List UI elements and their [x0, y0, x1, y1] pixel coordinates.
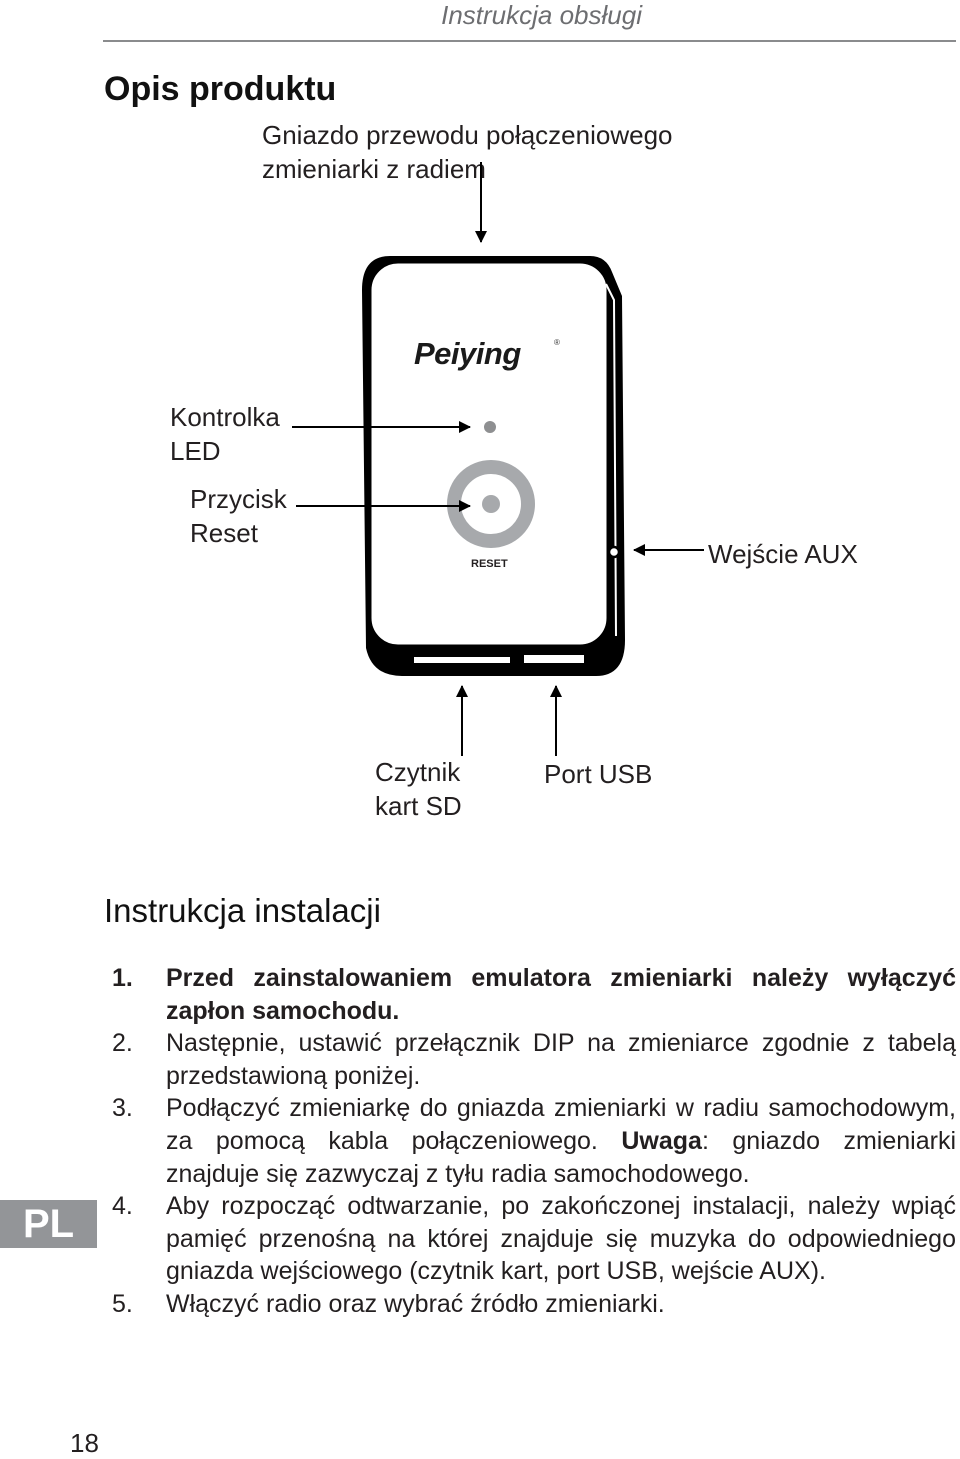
- sd-card-slot: [414, 657, 510, 663]
- callout-arrows: [292, 162, 704, 756]
- changer-socket-label: Gniazdo przewodu połączeniowego zmieniar…: [262, 120, 673, 184]
- reset-button-label: Przycisk Reset: [190, 484, 287, 548]
- aux-input-label: Wejście AUX: [708, 539, 858, 569]
- reset-button-icon: [447, 460, 535, 548]
- install-steps-list: 1. Przed zainstalowaniem emulatora zmien…: [112, 962, 956, 1321]
- led-indicator-label: Kontrolka LED: [170, 402, 280, 466]
- install-step-4: 4. Aby rozpocząć odtwarzanie, po zakończ…: [112, 1192, 956, 1286]
- install-step-1: 1. Przed zainstalowaniem emulatora zmien…: [112, 964, 956, 1025]
- product-section-title: Opis produktu: [104, 70, 337, 108]
- note-label: Uwaga: [621, 1126, 702, 1155]
- page-number: 18: [70, 1428, 99, 1458]
- usb-port-label: Port USB: [544, 759, 653, 789]
- led-indicator-icon: [484, 421, 496, 433]
- header-divider: [103, 40, 956, 42]
- aux-jack: [607, 545, 621, 559]
- device-reset-label: RESET: [471, 558, 508, 570]
- install-step-3: 3. Podłączyć zmieniarkę do gniazda zmien…: [112, 1094, 956, 1188]
- registered-mark: ®: [554, 338, 560, 347]
- device-brand-logo: Peiying: [414, 336, 521, 371]
- device-illustration: [292, 162, 704, 756]
- usb-port-slot: [524, 655, 584, 663]
- document-header-title: Instrukcja obsługi: [441, 0, 642, 30]
- install-step-5: 5. Włączyć radio oraz wybrać źródło zmie…: [112, 1289, 665, 1318]
- sd-card-reader-label: Czytnik kart SD: [375, 757, 462, 821]
- language-badge: PL: [0, 1200, 97, 1248]
- install-step-2: 2. Następnie, ustawić przełącznik DIP na…: [112, 1029, 956, 1090]
- install-section-title: Instrukcja instalacji: [104, 892, 381, 929]
